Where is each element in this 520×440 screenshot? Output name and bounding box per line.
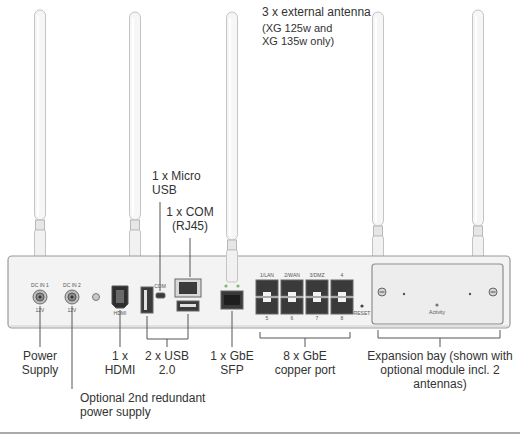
callout-note: (XG 125w and XG 135w only) (262, 22, 346, 47)
antenna (473, 10, 484, 268)
callout-label: 8 x GbE copper port (267, 350, 343, 378)
expansion-bay (372, 264, 503, 324)
dc-power-jack (33, 290, 47, 304)
micro-usb-port (156, 293, 165, 298)
callout-label: Expansion bay (shown with optional modul… (365, 350, 515, 391)
port-marking: 1/LAN (260, 273, 274, 278)
antenna (373, 12, 384, 268)
port-marking: 4 (341, 273, 344, 278)
leader-line (160, 202, 161, 291)
port-marking: 12V (68, 308, 77, 313)
port-marking: Activity (429, 310, 445, 315)
port-marking: 5 (266, 316, 269, 321)
leader-line (190, 238, 191, 277)
callout-label: 2 x USB 2.0 (142, 350, 192, 378)
rj45-port (306, 298, 328, 314)
status-led (224, 284, 227, 287)
callout-label: 1 x GbE SFP (206, 350, 258, 378)
port-marking: DC IN 1 (31, 283, 49, 288)
port-marking: 2/WAN (284, 273, 300, 278)
com-port (175, 279, 201, 297)
rj45-port (306, 280, 328, 296)
bottom-rule (0, 432, 520, 433)
status-led (236, 284, 239, 287)
usb-port (177, 301, 199, 311)
reset-pin (360, 304, 363, 307)
rj45-port (331, 298, 353, 314)
port-marking: 6 (291, 316, 294, 321)
rj45-port (256, 280, 278, 296)
port-marking: DC IN 2 (63, 283, 81, 288)
rj45-port (281, 298, 303, 314)
antenna (130, 12, 141, 262)
port-marking: COM (154, 284, 166, 289)
leader-line (440, 338, 441, 347)
chassis (8, 256, 510, 328)
rj45-port (331, 280, 353, 296)
rj45-port (256, 298, 278, 314)
antenna (227, 12, 238, 282)
dc-power-jack (65, 290, 79, 304)
leader-line (147, 314, 188, 339)
screw (378, 288, 386, 296)
port-marking: 8 (341, 316, 344, 321)
ground-screw (93, 294, 100, 301)
callout-label: 1 x COM (RJ45) (154, 206, 226, 234)
callout-label: Optional 2nd redundant power supply (80, 392, 220, 420)
callout-label: Power Supply (9, 350, 71, 378)
leader-line (232, 311, 233, 347)
callout-label: 1 x Micro USB (152, 170, 214, 198)
leader-line (305, 338, 306, 347)
leader-line (72, 306, 73, 389)
port-marking: HDMI (114, 311, 127, 316)
callout-label: 1 x HDMI (99, 350, 141, 378)
port-marking: 7 (316, 316, 319, 321)
leader-line (378, 330, 500, 338)
port-marking: 3/DMZ (310, 273, 325, 278)
port-marking: 12V (36, 308, 45, 313)
leader-line (167, 339, 168, 347)
rj45-port (281, 280, 303, 296)
leader-line (260, 332, 350, 338)
screw (489, 288, 497, 296)
usb-port (141, 287, 153, 313)
sfp-port (221, 291, 243, 309)
antenna (35, 10, 46, 262)
activity-led (435, 303, 438, 306)
hdmi-port (112, 286, 128, 308)
port-marking: RESET (354, 311, 371, 316)
callout-label: 3 x external antenna (262, 6, 432, 20)
